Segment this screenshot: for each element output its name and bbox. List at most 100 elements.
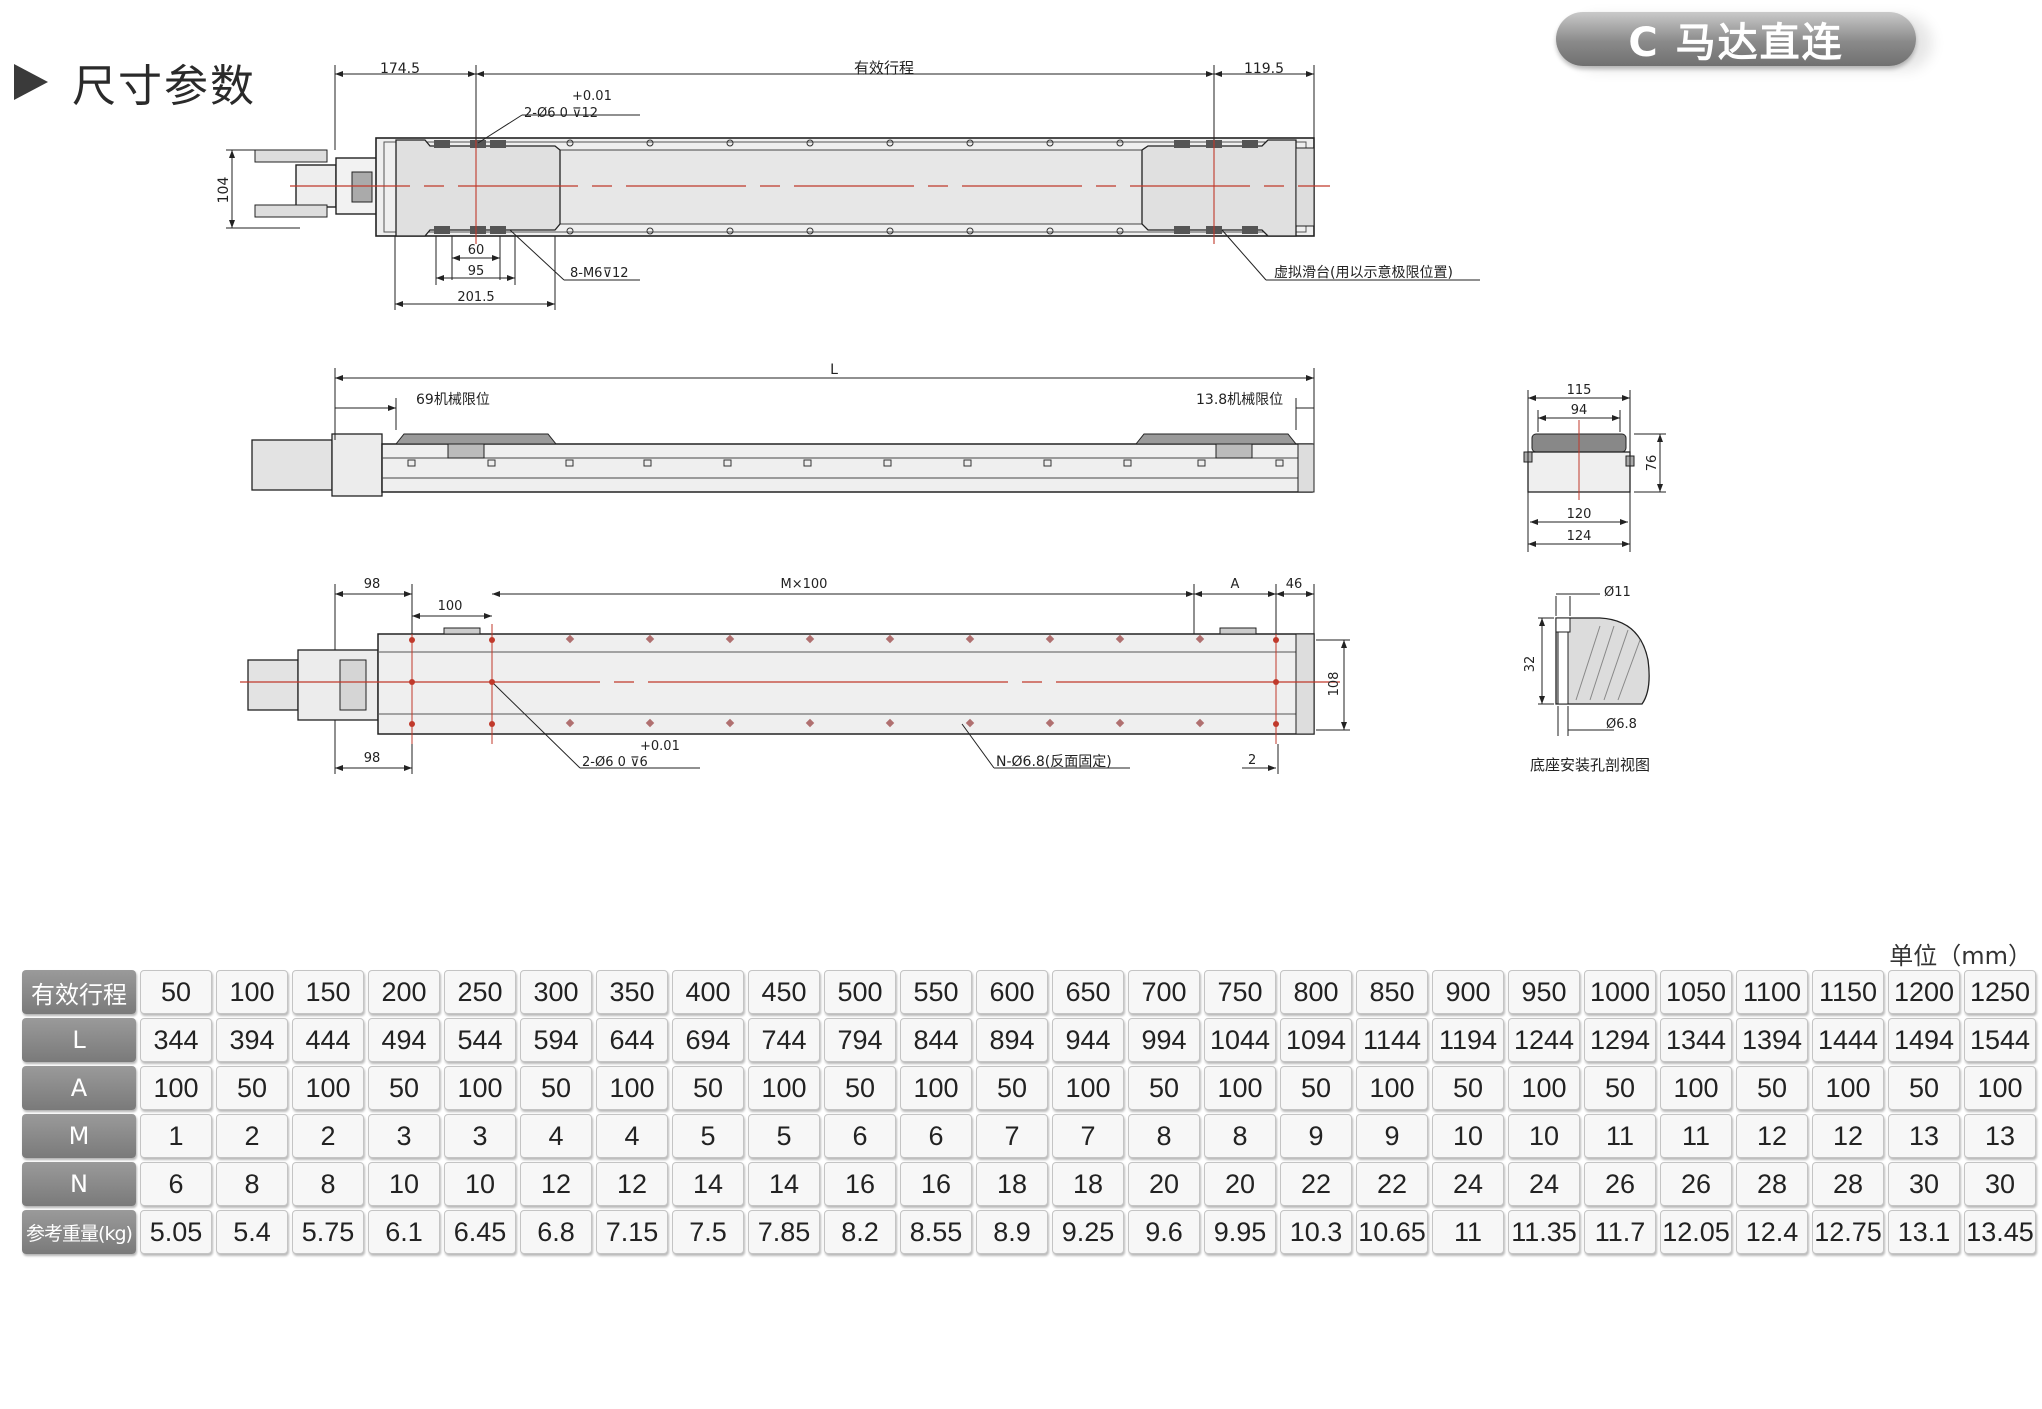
row-header: A (22, 1066, 136, 1110)
side-mech-left: 69机械限位 (416, 392, 490, 408)
table-cell: 14 (748, 1162, 820, 1206)
row-header: N (22, 1162, 136, 1206)
table-cell: 13.45 (1964, 1210, 2036, 1254)
table-cell: 744 (748, 1018, 820, 1062)
table-cell: 13 (1888, 1114, 1960, 1158)
table-cell: 350 (596, 970, 668, 1014)
table-cell: 7.85 (748, 1210, 820, 1254)
table-cell: 10 (1432, 1114, 1504, 1158)
table-cell: 100 (292, 1066, 364, 1110)
table-cell: 30 (1888, 1162, 1960, 1206)
table-cell: 50 (1432, 1066, 1504, 1110)
table-cell: 12 (1736, 1114, 1808, 1158)
table-cell: 100 (1508, 1066, 1580, 1110)
side-body (381, 443, 1313, 493)
table-cell: 10 (368, 1162, 440, 1206)
table-cell: 6 (900, 1114, 972, 1158)
unit-label: 单位（mm） (1889, 942, 2032, 970)
bottom-motor (247, 659, 299, 711)
table-cell: 700 (1128, 970, 1200, 1014)
table-cell: 30 (1964, 1162, 2036, 1206)
table-cell: 50 (520, 1066, 592, 1110)
table-cell: 1100 (1736, 970, 1808, 1014)
table-cell: 12 (520, 1162, 592, 1206)
bottom-body (377, 633, 1315, 735)
table-cell: 50 (368, 1066, 440, 1110)
table-cell: 100 (596, 1066, 668, 1110)
bottom-tolerance: +0.01 (640, 739, 680, 754)
table-cell: 8 (1204, 1114, 1276, 1158)
table-cell: 11 (1660, 1114, 1732, 1158)
table-cell: 1044 (1204, 1018, 1276, 1062)
table-cell: 100 (444, 1066, 516, 1110)
table-cell: 994 (1128, 1018, 1200, 1062)
section-title: 尺寸参数 (14, 52, 256, 112)
virtual-slide-note: 虚拟滑台(用以示意极限位置) (1274, 264, 1453, 281)
technical-drawing: 174.5 有效行程 119.5 +0.01 2-Ø6 0 ⊽12 104 60… (216, 59, 1666, 774)
table-cell: 9.6 (1128, 1210, 1200, 1254)
top-height: 104 (216, 177, 232, 204)
table-cell: 50 (1128, 1066, 1200, 1110)
table-cell: 1294 (1584, 1018, 1656, 1062)
table-cell: 8 (1128, 1114, 1200, 1158)
table-cell: 5 (748, 1114, 820, 1158)
top-dim-right: 119.5 (1244, 61, 1284, 77)
bottom-n-holes: N-Ø6.8(反面固定) (996, 754, 1112, 770)
table-cell: 26 (1584, 1162, 1656, 1206)
table-cell: 3 (444, 1114, 516, 1158)
table-cell: 2 (292, 1114, 364, 1158)
top-hole-callout: 2-Ø6 0 ⊽12 (524, 106, 598, 121)
table-cell: 7.5 (672, 1210, 744, 1254)
table-cell: 1200 (1888, 970, 1960, 1014)
table-cell: 794 (824, 1018, 896, 1062)
table-cell: 9 (1280, 1114, 1352, 1158)
top-rail-cover (559, 149, 1143, 225)
table-cell: 100 (1660, 1066, 1732, 1110)
bottom-dM: M×100 (781, 577, 828, 592)
table-cell: 14 (672, 1162, 744, 1206)
table-cell: 12 (1812, 1114, 1884, 1158)
top-dim-stroke: 有效行程 (854, 59, 914, 77)
table-cell: 6.1 (368, 1210, 440, 1254)
top-dim-left: 174.5 (380, 61, 420, 77)
bottom-d100: 100 (438, 599, 463, 614)
side-right-carriage (1134, 433, 1298, 445)
table-cell: 5.05 (140, 1210, 212, 1254)
table-cell: 444 (292, 1018, 364, 1062)
table-cell: 550 (900, 970, 972, 1014)
model-badge: C 马达直连 (1556, 12, 1916, 66)
table-cell: 850 (1356, 970, 1428, 1014)
table-cell: 1444 (1812, 1018, 1884, 1062)
table-cell: 26 (1660, 1162, 1732, 1206)
top-dim-60: 60 (468, 243, 485, 258)
table-cell: 18 (1052, 1162, 1124, 1206)
table-cell: 1194 (1432, 1018, 1504, 1062)
table-cell: 10.3 (1280, 1210, 1352, 1254)
table-cell: 20 (1128, 1162, 1200, 1206)
table-cell: 9.95 (1204, 1210, 1276, 1254)
table-cell: 12.05 (1660, 1210, 1732, 1254)
table-cell: 650 (1052, 970, 1124, 1014)
table-cell: 500 (824, 970, 896, 1014)
table-cell: 1150 (1812, 970, 1884, 1014)
table-cell: 250 (444, 970, 516, 1014)
table-cell: 100 (140, 1066, 212, 1110)
table-cell: 5 (672, 1114, 744, 1158)
table-cell: 7 (976, 1114, 1048, 1158)
table-cell: 450 (748, 970, 820, 1014)
top-tolerance: +0.01 (572, 89, 612, 104)
table-cell: 10 (1508, 1114, 1580, 1158)
table-cell: 50 (1280, 1066, 1352, 1110)
table-cell: 200 (368, 970, 440, 1014)
table-cell: 20 (1204, 1162, 1276, 1206)
table-cell: 8 (216, 1162, 288, 1206)
table-cell: 12.4 (1736, 1210, 1808, 1254)
top-dim-2015: 201.5 (457, 290, 494, 305)
table-cell: 50 (976, 1066, 1048, 1110)
